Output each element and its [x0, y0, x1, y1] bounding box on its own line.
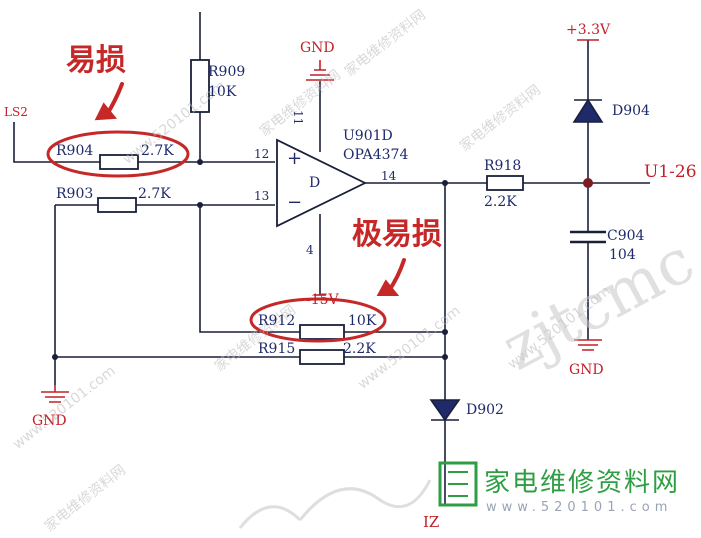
net-plus33v: +3.3V — [566, 22, 611, 38]
arrow-right-head — [376, 279, 400, 296]
d904-ref: D904 — [612, 103, 650, 119]
pin-4: 4 — [306, 243, 314, 257]
r904-value: 2.7K — [141, 143, 174, 159]
resistor-r912-body — [299, 324, 345, 340]
net-minus15v: -15V — [306, 292, 339, 308]
brand-url: www.520101.com — [486, 500, 673, 515]
junction-left — [52, 354, 58, 360]
brand-logo-icon — [438, 461, 478, 507]
annotation-vulnerable: 易损 — [66, 43, 126, 78]
r909-ref: R909 — [208, 64, 246, 80]
ground-left-symbol — [41, 385, 69, 403]
net-iz: IZ — [423, 513, 440, 531]
opamp-minus-sign: − — [287, 192, 303, 213]
r912-ref: R912 — [258, 313, 296, 329]
junction-r912 — [442, 329, 448, 335]
ground-right-symbol — [574, 339, 602, 351]
net-gnd-top: GND — [300, 40, 335, 56]
r912-value: 10K — [348, 313, 377, 329]
resistor-r909-body — [190, 59, 210, 113]
net-gnd-right: GND — [569, 362, 604, 378]
scribble-1 — [298, 479, 432, 521]
r915-value: 2.2K — [343, 341, 376, 357]
resistor-r915-body — [299, 349, 345, 365]
pin-13: 13 — [254, 189, 270, 203]
d902-ref: D902 — [466, 402, 504, 418]
junction-output — [442, 180, 448, 186]
c904-value: 104 — [609, 247, 636, 263]
wire-ls2 — [13, 122, 100, 163]
r903-value: 2.7K — [138, 186, 171, 202]
r915-ref: R915 — [258, 341, 296, 357]
r918-ref: R918 — [484, 158, 522, 174]
net-u1-26: U1-26 — [644, 162, 697, 182]
opamp-ref: U901D — [343, 128, 393, 144]
resistor-r918-body — [486, 175, 524, 191]
highlight-r912 — [249, 297, 387, 343]
diode-d902-triangle — [429, 399, 461, 422]
arrow-top-head — [94, 102, 118, 121]
pin-11: 11 — [291, 110, 305, 126]
opamp-plus-sign: + — [287, 148, 303, 169]
ground-top-symbol — [306, 60, 334, 81]
junction-u1-26 — [583, 178, 593, 188]
resistor-r903-body — [97, 197, 137, 213]
net-ls2: LS2 — [4, 105, 28, 119]
pin-12: 12 — [254, 147, 270, 161]
annotation-highly-vulnerable: 极易损 — [352, 217, 442, 252]
net-gnd-left: GND — [32, 413, 67, 429]
opamp-part: OPA4374 — [343, 147, 409, 163]
opamp-inner-label: D — [309, 175, 321, 191]
r903-ref: R903 — [56, 186, 94, 202]
opamp-symbol — [276, 138, 368, 228]
r918-value: 2.2K — [484, 194, 517, 210]
junction-pin13 — [197, 202, 203, 208]
resistor-r904-body — [99, 154, 139, 170]
r909-value: 10K — [208, 84, 237, 100]
r904-ref: R904 — [56, 143, 94, 159]
c904-ref: C904 — [607, 228, 645, 244]
scribble-2 — [238, 505, 302, 529]
junction-r915 — [442, 354, 448, 360]
brand-name: 家电维修资料网 — [484, 468, 681, 498]
diode-d904-triangle — [572, 98, 604, 123]
highlight-r904 — [46, 130, 190, 178]
pin-14: 14 — [381, 169, 397, 183]
junction-r909 — [197, 159, 203, 165]
